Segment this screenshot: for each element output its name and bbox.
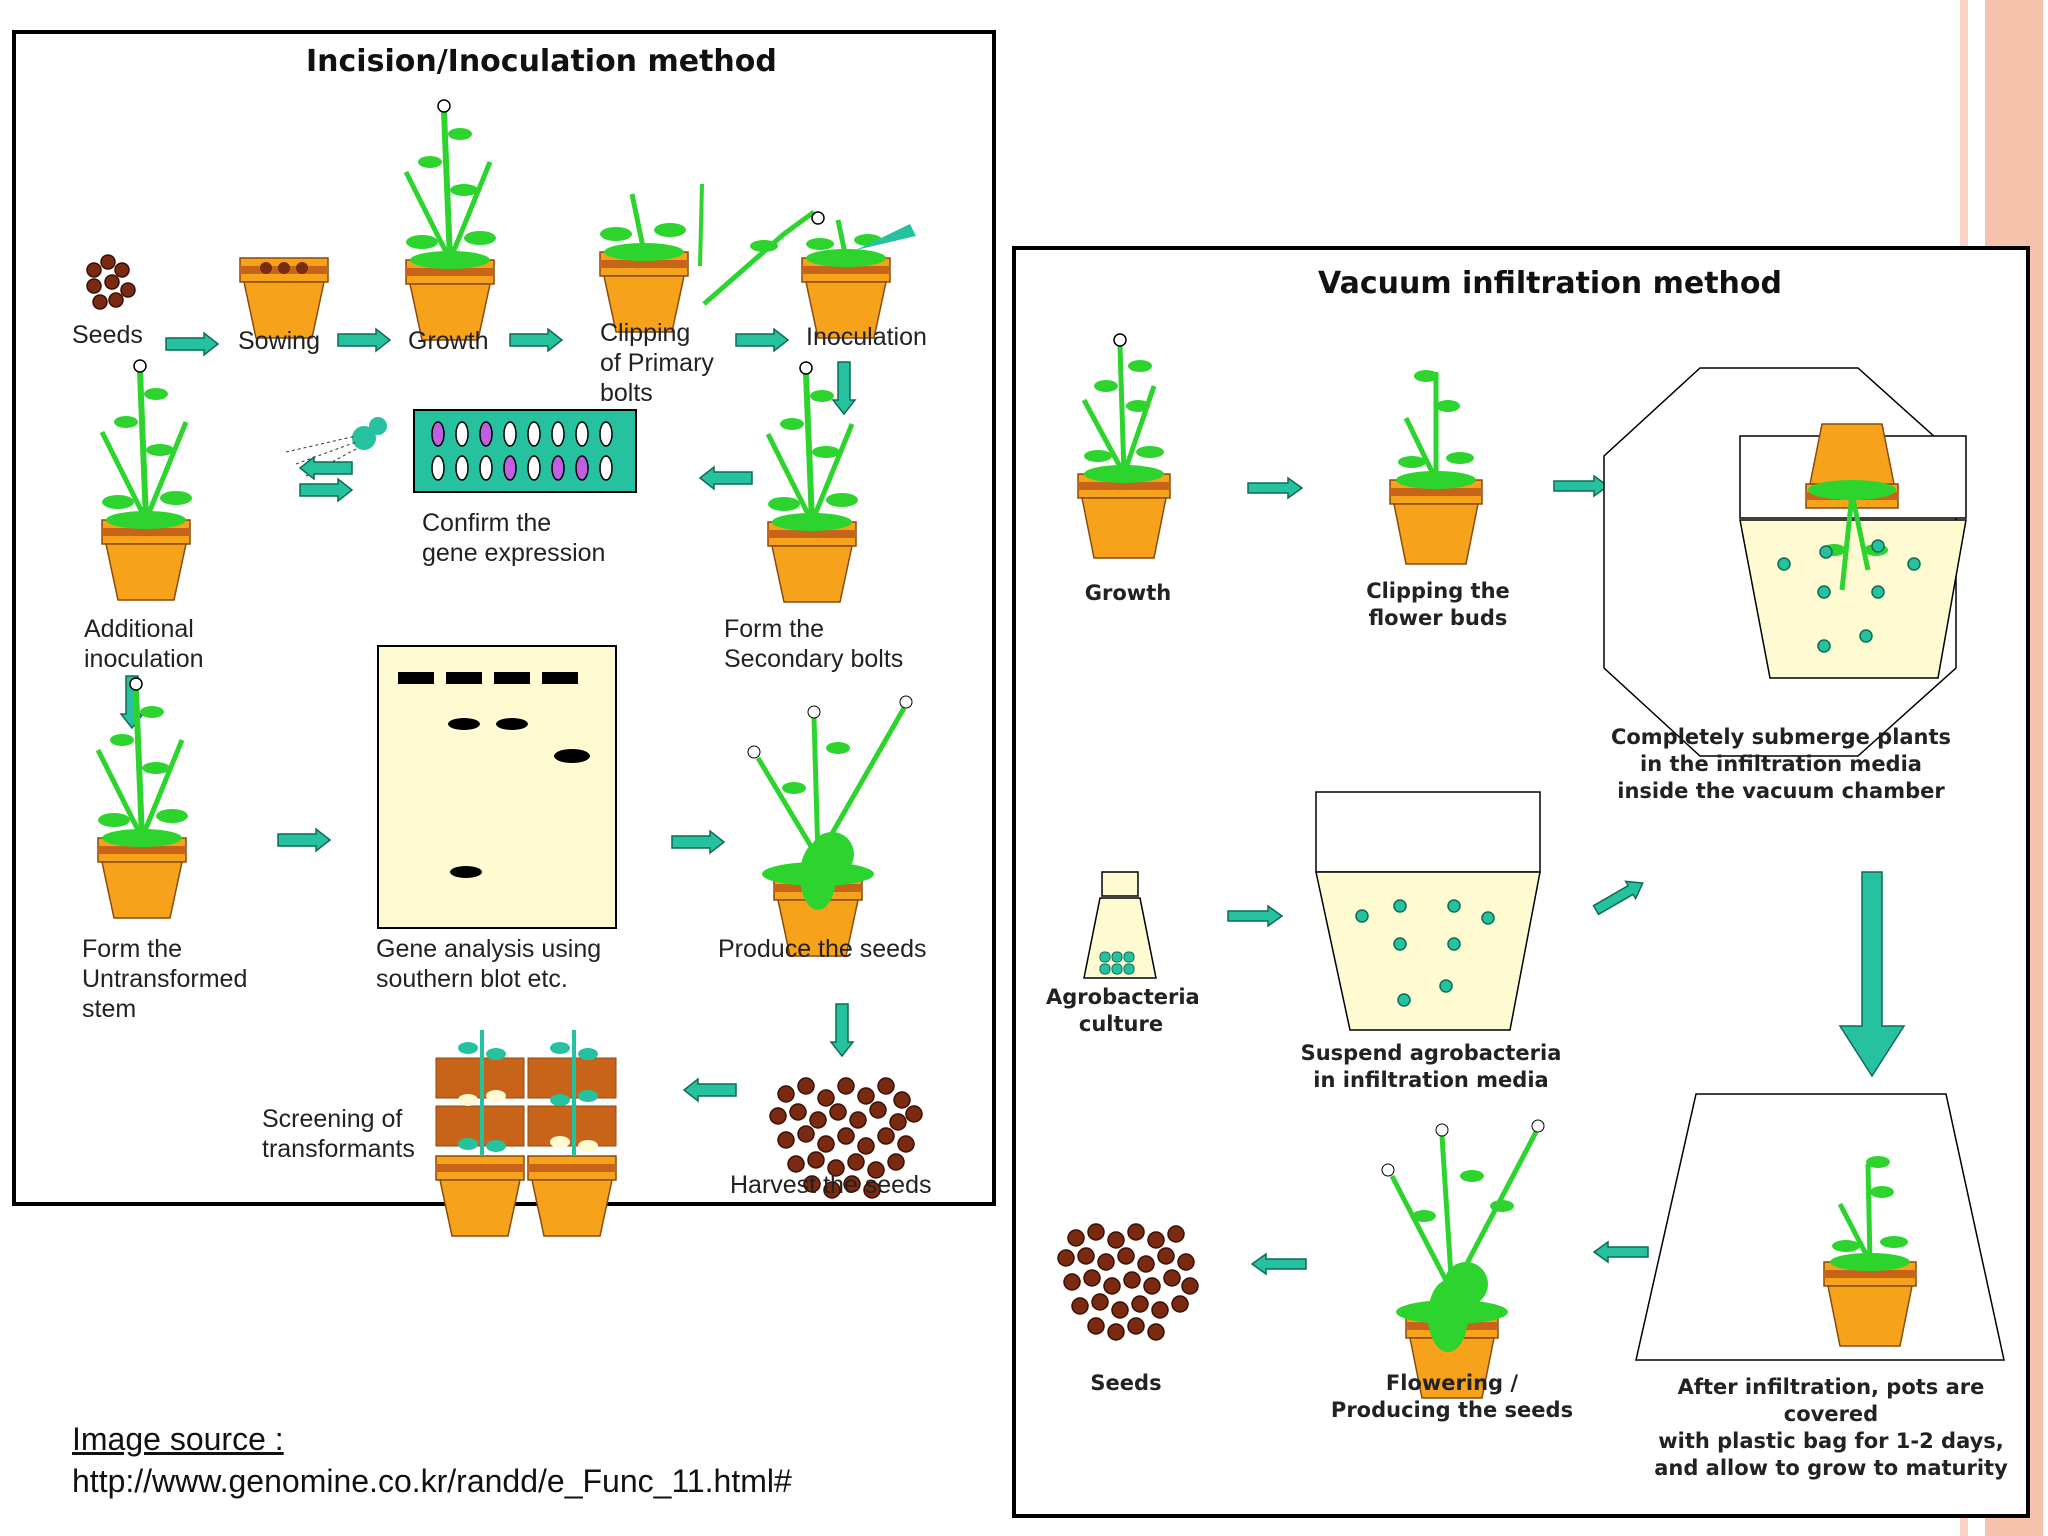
vacuum-panel: Vacuum infiltration method — [1012, 246, 2030, 1518]
label-seeds: Seeds — [72, 321, 143, 349]
sowing-pot-icon — [239, 257, 329, 339]
label-gene-analysis: Gene analysis using southern blot etc. — [376, 935, 602, 993]
incision-panel: Incision/Inoculation method — [12, 30, 996, 1237]
double-arrow-icon — [299, 456, 353, 502]
final-seeds-icon — [1057, 1223, 1199, 1341]
suspension-beaker-icon — [1315, 791, 1541, 1031]
arrow-icon — [337, 328, 391, 352]
label-untransformed: Form the Untransformed stem — [82, 935, 248, 1023]
growth-plant-icon — [1077, 333, 1171, 559]
clipping-plant-icon — [599, 183, 825, 333]
label-suspend: Suspend agrobacteria in infiltration med… — [1300, 1041, 1562, 1092]
arrow-icon — [277, 828, 331, 852]
seeds-icon — [86, 254, 136, 310]
incision-title: Incision/Inoculation method — [306, 44, 777, 79]
image-source: Image source : http://www.genomine.co.kr… — [72, 1418, 792, 1502]
vacuum-diagram — [1057, 333, 2005, 1399]
untransformed-plant-icon — [98, 678, 188, 919]
arrow-icon — [699, 466, 753, 490]
big-down-arrow-icon — [1838, 871, 1906, 1078]
arrow-icon — [1247, 477, 1303, 499]
inoculation-plant-icon — [801, 219, 916, 339]
label-screening: Screening of transformants — [262, 1105, 415, 1163]
flowering-plant-icon — [1381, 1119, 1545, 1399]
covered-plant-icon — [1635, 1093, 2005, 1361]
label-clipping: Clipping of Primary bolts — [600, 319, 714, 407]
arrow-icon — [683, 1078, 737, 1102]
vacuum-title: Vacuum infiltration method — [1318, 266, 1782, 301]
label-after: After infiltration, pots are covered wit… — [1654, 1375, 2008, 1480]
label-submerge: Completely submerge plants in the infilt… — [1610, 725, 1952, 803]
label-confirm: Confirm the gene expression — [422, 509, 606, 567]
arrow-icon — [1553, 475, 1609, 497]
source-heading: Image source : — [72, 1421, 284, 1457]
label-sowing: Sowing — [238, 327, 320, 355]
label-produce: Produce the seeds — [718, 935, 927, 963]
label-agro: Agrobacteria culture — [1046, 985, 1200, 1036]
incision-diagram — [86, 34, 923, 1237]
additional-plant-icon — [102, 360, 387, 601]
arrow-icon — [1251, 1253, 1307, 1275]
arrow-icon — [832, 361, 856, 415]
clipped-plant-icon — [1389, 370, 1483, 565]
label-additional: Additional inoculation — [84, 615, 204, 673]
agro-flask-icon — [1083, 871, 1157, 979]
arrow-icon — [830, 1003, 854, 1057]
produce-plant-icon — [747, 695, 913, 957]
expression-grid-icon — [413, 409, 637, 493]
vacuum-chamber-icon — [1603, 367, 1967, 757]
screening-pots-icon — [435, 1030, 617, 1237]
label-secondary: Form the Secondary bolts — [724, 615, 904, 673]
arrow-icon — [671, 830, 725, 854]
label-growth: Growth — [408, 327, 489, 355]
arrow-icon — [509, 328, 563, 352]
source-url[interactable]: http://www.genomine.co.kr/randd/e_Func_1… — [72, 1463, 792, 1499]
label-growth: Growth — [1084, 581, 1172, 605]
arrow-icon — [1590, 873, 1649, 920]
label-harvest: Harvest the seeds — [730, 1171, 932, 1199]
arrow-icon — [1227, 905, 1283, 927]
arrow-icon — [735, 328, 789, 352]
arrow-icon — [1593, 1241, 1649, 1263]
label-inoculation: Inoculation — [806, 323, 927, 351]
arrow-icon — [165, 332, 219, 356]
harvest-seeds-icon — [769, 1077, 923, 1199]
label-seeds: Seeds — [1090, 1371, 1162, 1395]
label-flowering: Flowering / Producing the seeds — [1330, 1371, 1574, 1422]
label-clipping: Clipping the flower buds — [1366, 579, 1510, 630]
southern-blot-icon — [377, 645, 617, 929]
growth-plant-icon — [406, 100, 496, 341]
